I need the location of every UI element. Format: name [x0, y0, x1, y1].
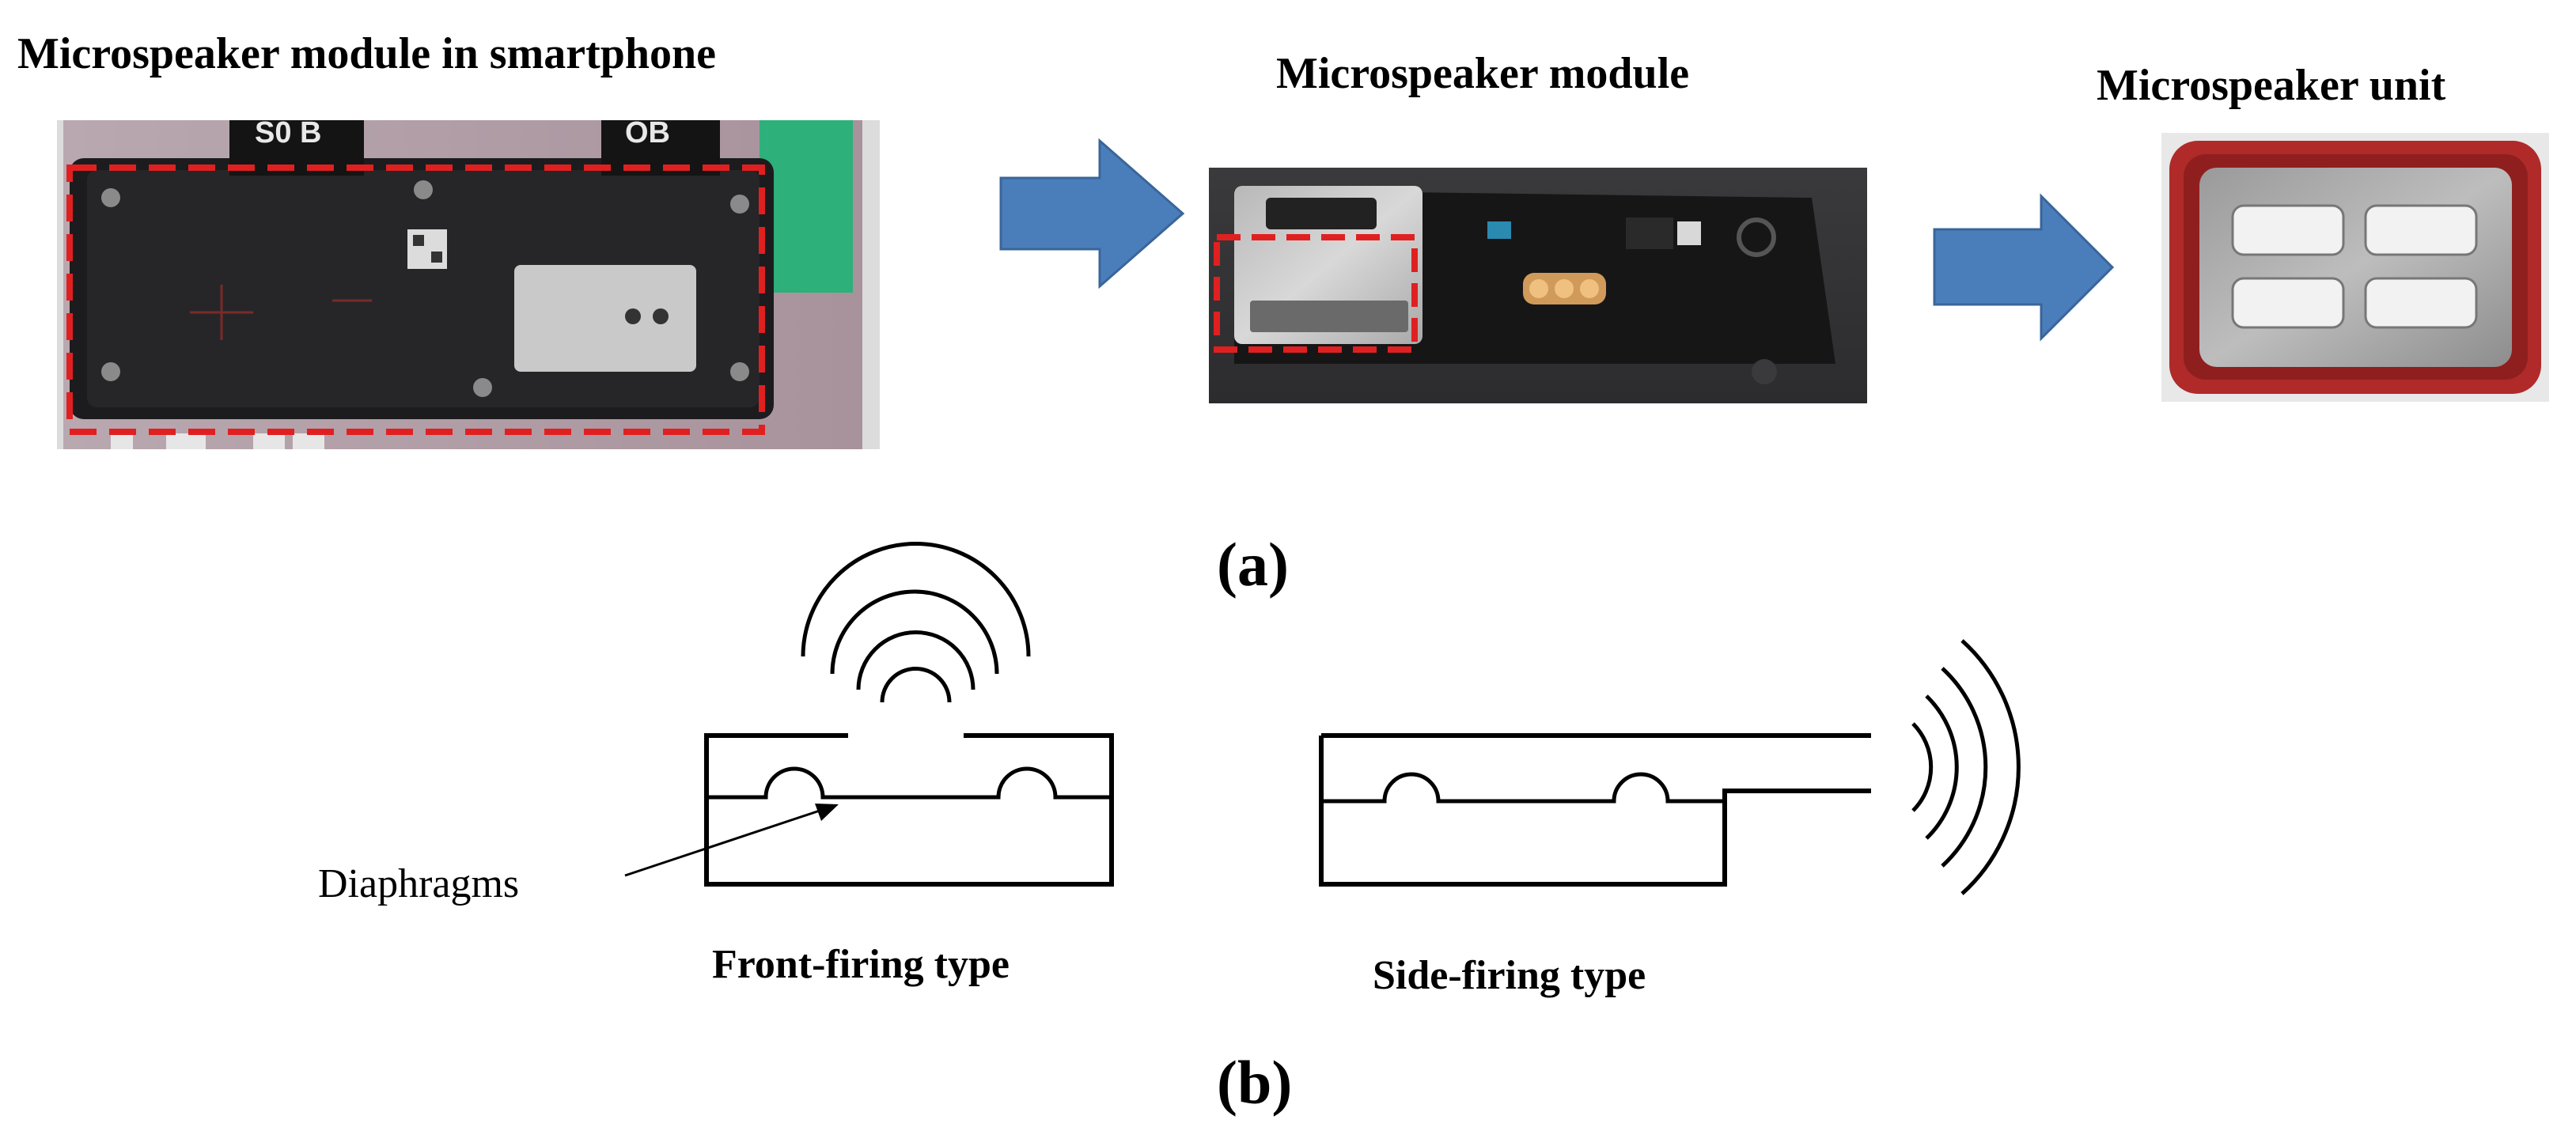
microspeaker-module-photo: [1209, 168, 1867, 403]
front-firing-label: Front-firing type: [712, 942, 1010, 987]
highlight-box-module: [1214, 234, 1418, 353]
title-smartphone-module: Microspeaker module in smartphone: [17, 29, 717, 78]
flex-label-right: OB: [625, 116, 670, 149]
sound-waves-icon: [1911, 639, 2021, 895]
right-arrow-icon: [999, 138, 1185, 289]
front-firing-diagram: [704, 542, 1114, 887]
side-firing-diagram: [1319, 639, 2021, 895]
highlight-box-smartphone: [66, 165, 765, 435]
flex-label-left: S0 B: [255, 116, 321, 149]
title-microspeaker-module: Microspeaker module: [1276, 49, 1690, 98]
side-firing-label: Side-firing type: [1373, 953, 1646, 998]
right-arrow-icon: [1933, 193, 2115, 342]
title-microspeaker-unit: Microspeaker unit: [2097, 61, 2446, 110]
caption-a: (a): [1217, 530, 1289, 599]
sound-waves-icon: [801, 542, 1031, 703]
smartphone-photo: S0 B OB: [57, 116, 880, 449]
caption-b: (b): [1217, 1048, 1293, 1117]
microspeaker-unit-photo: [2161, 133, 2549, 402]
diaphragm-pointer: [624, 804, 839, 877]
diaphragms-label: Diaphragms: [318, 861, 520, 906]
